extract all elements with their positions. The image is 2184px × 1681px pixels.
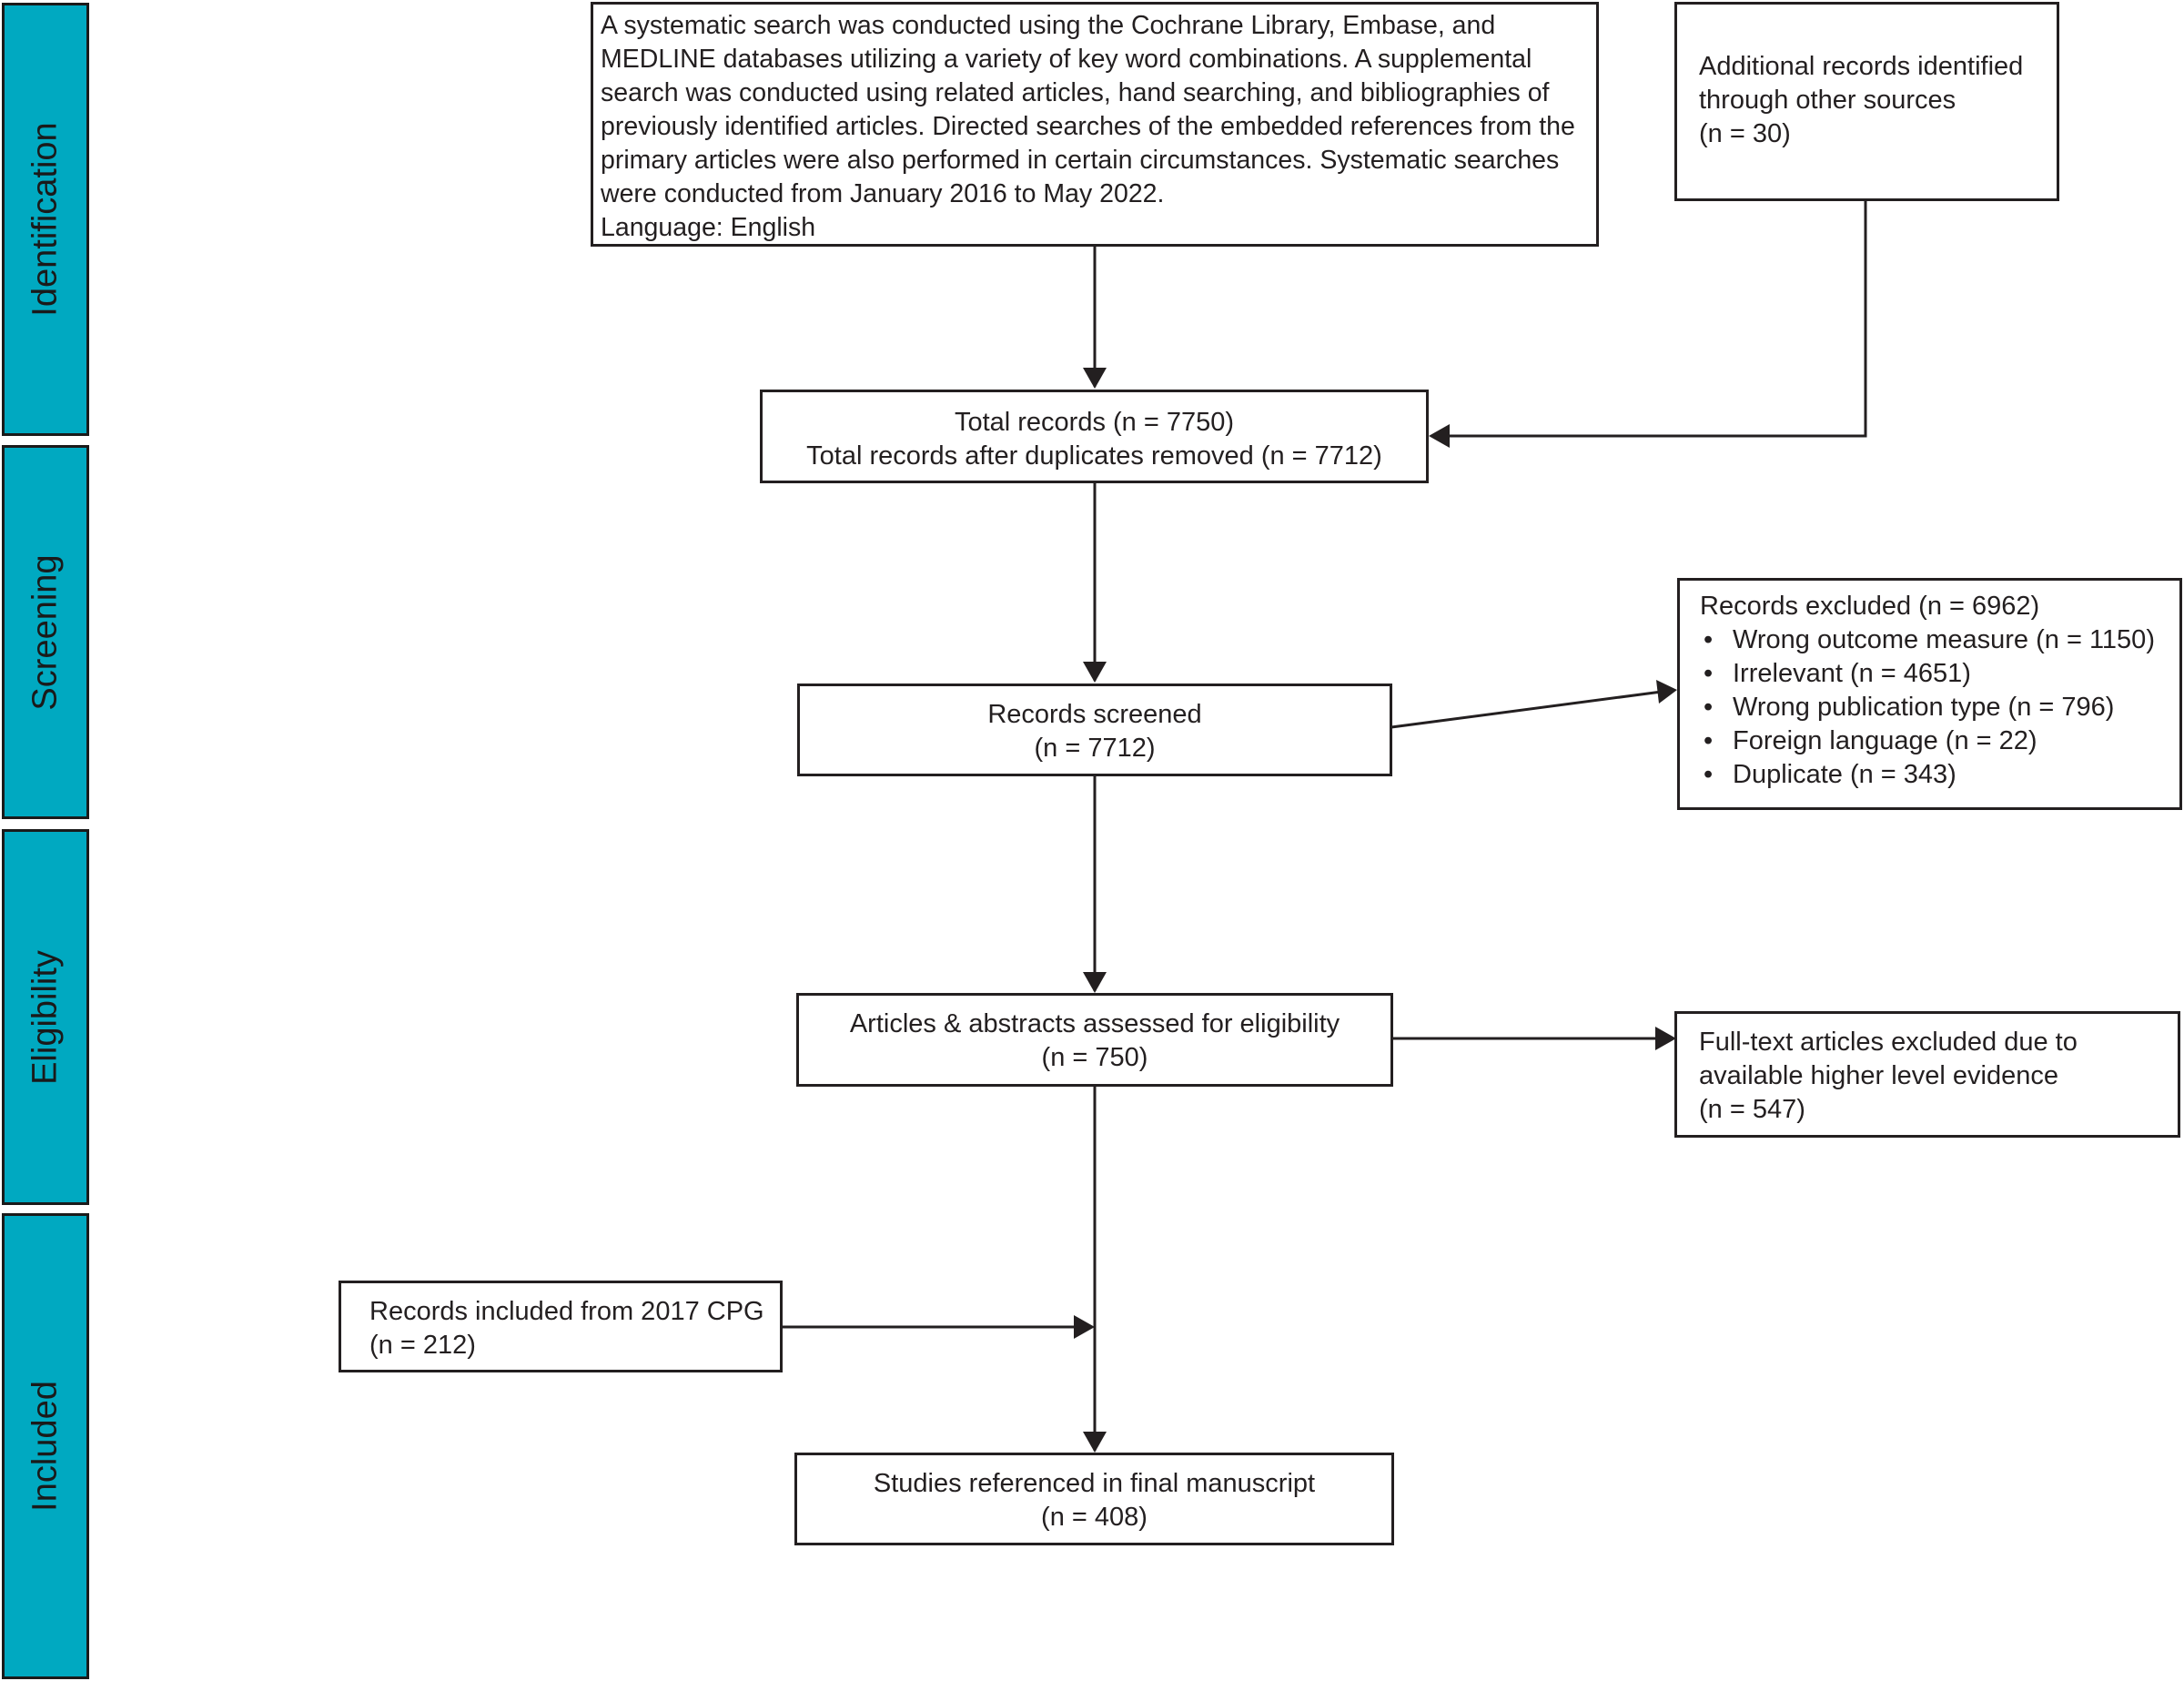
additional-records-line: (n = 30) bbox=[1699, 119, 1791, 148]
final-studies-count: (n = 408) bbox=[1041, 1503, 1148, 1532]
search-line: Language: English bbox=[601, 213, 816, 242]
phase-bar-included: Included bbox=[2, 1213, 89, 1679]
arrowhead-additional-to-total bbox=[1429, 424, 1450, 448]
search-line: primary articles were also performed in … bbox=[601, 146, 1560, 175]
additional-records-line: Additional records identified bbox=[1699, 52, 2024, 81]
records-screened-label: Records screened bbox=[987, 700, 1202, 729]
eligibility-count: (n = 750) bbox=[1041, 1043, 1148, 1072]
search-line: search was conducted using related artic… bbox=[601, 78, 1550, 107]
search-line: A systematic search was conducted using … bbox=[601, 11, 1496, 40]
phase-bar-identification: Identification bbox=[2, 3, 89, 436]
arrowhead-search-to-total bbox=[1083, 368, 1107, 389]
final-studies-box: Studies referenced in final manuscript (… bbox=[794, 1453, 1394, 1545]
additional-records-line: through other sources bbox=[1699, 86, 1956, 115]
total-records-line: Total records after duplicates removed (… bbox=[806, 441, 1382, 471]
arrowhead-eligibility-to-final bbox=[1083, 1432, 1107, 1453]
exclusion-reasons-list: Wrong outcome measure (n = 1150) Irrelev… bbox=[1700, 623, 2179, 792]
cpg-records-label: Records included from 2017 CPG bbox=[369, 1297, 764, 1326]
total-records-box: Total records (n = 7750) Total records a… bbox=[760, 390, 1429, 483]
search-line: previously identified articles. Directed… bbox=[601, 112, 1575, 141]
total-records-line: Total records (n = 7750) bbox=[954, 408, 1235, 437]
fulltext-excluded-box: Full-text articles excluded due to avail… bbox=[1674, 1011, 2180, 1138]
records-excluded-title: Records excluded (n = 6962) bbox=[1700, 592, 2040, 621]
arrowhead-screened-to-eligibility bbox=[1083, 972, 1107, 993]
arrowhead-eligibility-to-fulltext bbox=[1655, 1027, 1676, 1050]
additional-records-box: Additional records identified through ot… bbox=[1674, 2, 2059, 201]
eligibility-label: Articles & abstracts assessed for eligib… bbox=[849, 1009, 1340, 1038]
search-description-box: A systematic search was conducted using … bbox=[591, 2, 1599, 247]
records-screened-count: (n = 7712) bbox=[1034, 734, 1156, 763]
eligibility-box: Articles & abstracts assessed for eligib… bbox=[796, 993, 1393, 1087]
exclusion-reason-item: Foreign language (n = 22) bbox=[1700, 724, 2179, 758]
arrowhead-cpg-to-main bbox=[1074, 1315, 1095, 1339]
arrow-additional-to-total bbox=[1433, 200, 1867, 438]
arrowhead-screened-to-excluded bbox=[1656, 680, 1677, 704]
records-screened-box: Records screened (n = 7712) bbox=[797, 684, 1392, 776]
final-studies-label: Studies referenced in final manuscript bbox=[873, 1469, 1316, 1498]
search-line: MEDLINE databases utilizing a variety of… bbox=[601, 45, 1532, 74]
exclusion-reason-item: Wrong outcome measure (n = 1150) bbox=[1700, 623, 2179, 657]
exclusion-reason-item: Wrong publication type (n = 796) bbox=[1700, 691, 2179, 724]
arrow-screened-to-excluded bbox=[1390, 690, 1663, 729]
fulltext-excluded-line: (n = 547) bbox=[1699, 1095, 1805, 1124]
arrowhead-total-to-screened bbox=[1083, 662, 1107, 683]
records-excluded-box: Records excluded (n = 6962) Wrong outcom… bbox=[1677, 578, 2182, 810]
cpg-records-count: (n = 212) bbox=[369, 1331, 476, 1360]
cpg-records-box: Records included from 2017 CPG (n = 212) bbox=[339, 1281, 783, 1372]
fulltext-excluded-line: available higher level evidence bbox=[1699, 1061, 2058, 1090]
phase-bar-screening: Screening bbox=[2, 445, 89, 819]
fulltext-excluded-line: Full-text articles excluded due to bbox=[1699, 1028, 2078, 1057]
search-line: were conducted from January 2016 to May … bbox=[601, 179, 1165, 208]
exclusion-reason-item: Irrelevant (n = 4651) bbox=[1700, 657, 2179, 691]
exclusion-reason-item: Duplicate (n = 343) bbox=[1700, 758, 2179, 792]
phase-bar-eligibility: Eligibility bbox=[2, 829, 89, 1205]
